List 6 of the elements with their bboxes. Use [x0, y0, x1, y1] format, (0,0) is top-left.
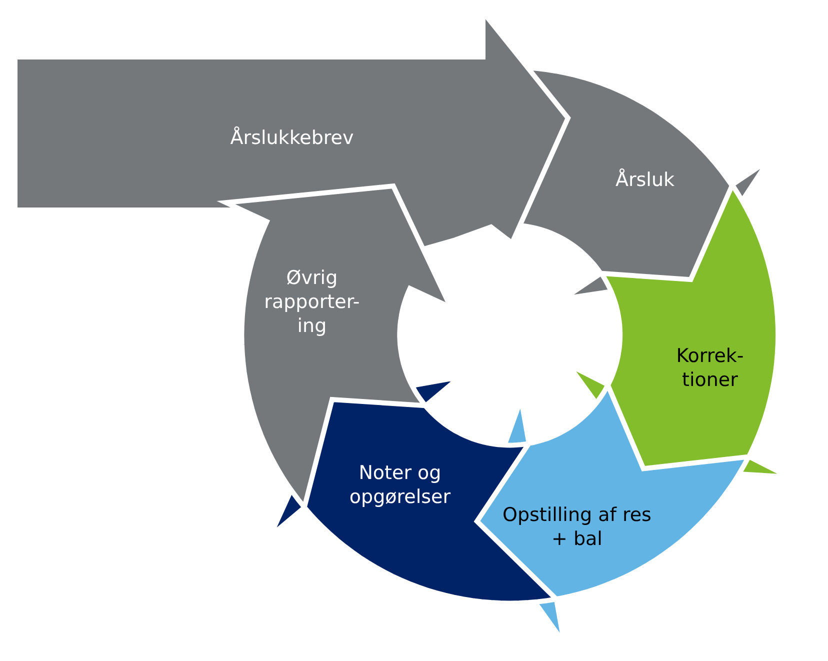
- arrow-label: Opstilling af res + bal: [502, 502, 652, 551]
- arrow-label: Årslukkebrev: [229, 126, 355, 150]
- arrow-label: Årsluk: [614, 168, 676, 192]
- arrow-label: Noter og opgørelser: [348, 460, 452, 509]
- arrow-label: Øvrig rapporter- ing: [263, 266, 361, 338]
- arrow-label: Korrek- tioner: [675, 344, 745, 392]
